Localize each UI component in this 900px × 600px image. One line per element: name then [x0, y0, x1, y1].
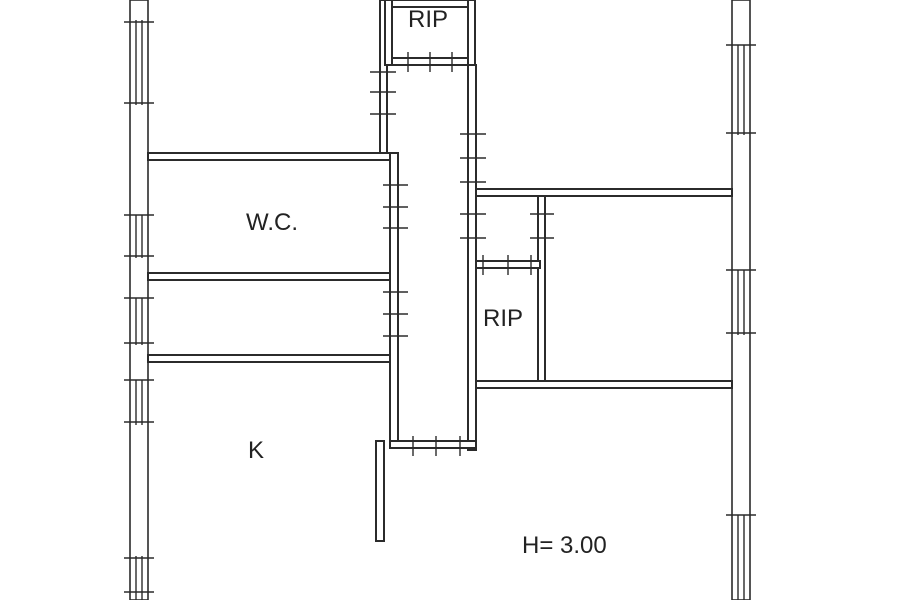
wall-top-rip-left: [384, 0, 393, 66]
wall-corridor-left: [389, 152, 399, 446]
label-wc: W.C.: [246, 209, 298, 236]
right-wall-windows: [726, 44, 756, 600]
wall-corridor-bottom: [389, 440, 477, 449]
outer-walls: [129, 0, 751, 600]
label-height: H= 3.00: [522, 532, 607, 559]
room-labels: RIP W.C. RIP K H= 3.00: [246, 6, 607, 559]
wall-right-upper-room-bottom: [475, 188, 733, 197]
wall-wc-bottom: [147, 272, 393, 281]
wall-upper-left-room-bottom: [147, 152, 391, 161]
label-kitchen: K: [248, 437, 264, 464]
wall-corridor-right: [467, 64, 477, 451]
left-wall-windows: [124, 20, 154, 600]
wall-kitchen-stub: [375, 440, 385, 542]
interior-walls: [147, 0, 733, 542]
right-exterior-wall: [731, 0, 751, 600]
wall-middle-rip-right: [537, 195, 546, 387]
wall-middle-left-room-bottom: [147, 354, 393, 363]
wall-top-rip-right: [467, 0, 476, 66]
wall-upper-left-room-right: [379, 0, 388, 154]
label-rip-top: RIP: [408, 6, 448, 33]
left-exterior-wall: [129, 0, 149, 600]
label-rip-middle: RIP: [483, 305, 523, 332]
door-ticks: [370, 52, 554, 456]
wall-right-middle-room-bottom: [475, 380, 733, 389]
